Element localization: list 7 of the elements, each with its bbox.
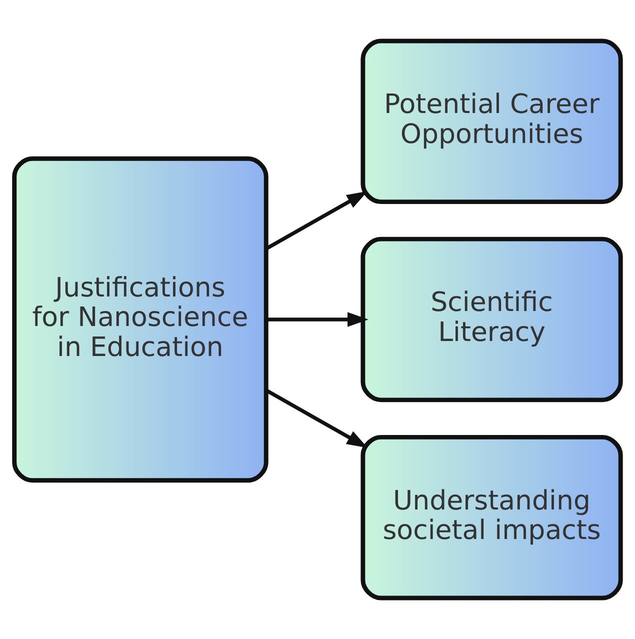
arrow: [266, 312, 368, 327]
node-box: Scientific Literacy: [360, 236, 623, 402]
node-box: Justifications for Nanoscience in Education: [12, 156, 268, 483]
arrow: [266, 388, 368, 448]
node-box: Understanding societal impacts: [360, 434, 623, 600]
arrow: [266, 191, 368, 250]
node-box: Potential Career Opportunities: [360, 38, 623, 204]
